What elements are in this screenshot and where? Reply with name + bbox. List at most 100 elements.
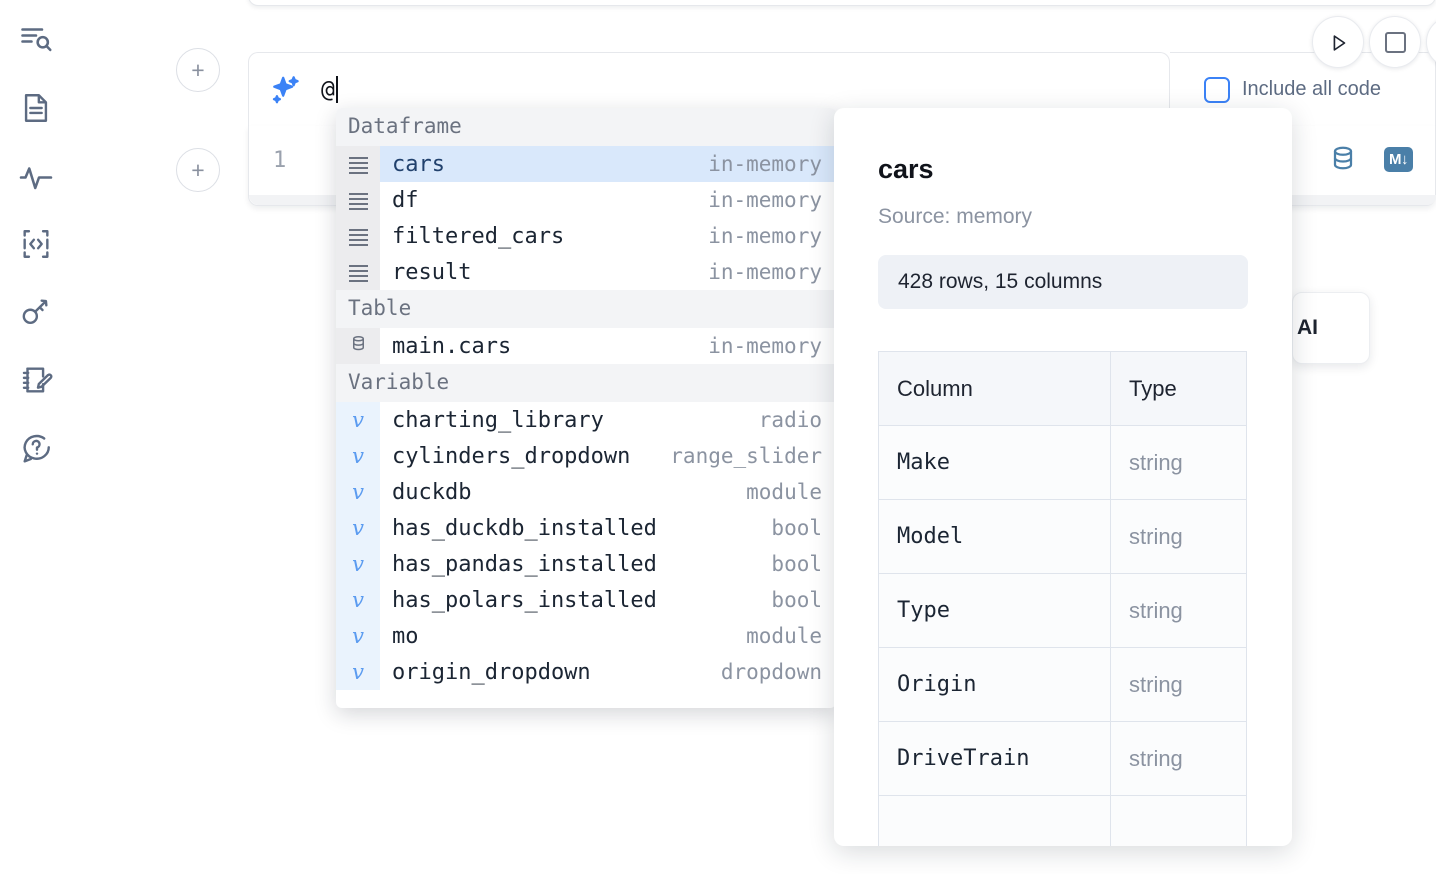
autocomplete-item-name: mo [392,623,419,649]
autocomplete-item-icon [336,146,380,182]
sidebar-item-help[interactable] [14,426,58,470]
autocomplete-item-meta: bool [771,552,822,576]
ai-suggestion-card[interactable]: AI [1292,292,1370,364]
stop-button[interactable] [1369,16,1421,68]
autocomplete-item-name: has_polars_installed [392,587,657,613]
sidebar-item-notebook[interactable] [14,86,58,130]
dataframe-preview-panel: cars Source: memory 428 rows, 15 columns… [834,108,1292,846]
variable-icon: v [352,624,364,648]
autocomplete-group-header: Dataframe [336,108,836,146]
schema-column-name: Origin [878,647,1111,722]
autocomplete-item-name: result [392,259,472,285]
line-number: 1 [273,148,287,173]
sidebar-item-outline[interactable] [14,18,58,62]
sidebar-item-scratchpad[interactable] [14,358,58,402]
autocomplete-item[interactable]: v has_duckdb_installed bool [336,510,836,546]
markdown-label: M [1389,150,1402,168]
autocomplete-item-icon: v [336,438,380,474]
markdown-icon[interactable]: M↓ [1384,146,1413,172]
sidebar-item-dependencies[interactable] [14,154,58,198]
dataframe-icon [348,156,368,174]
autocomplete-item-meta: bool [771,588,822,612]
ai-suggestion-label: AI [1297,316,1318,339]
run-button[interactable] [1312,16,1364,68]
autocomplete-item-name: main.cars [392,333,512,359]
autocomplete-item[interactable]: v has_polars_installed bool [336,582,836,618]
variable-icon: v [352,444,364,468]
cell-type-icons: M↓ [1328,144,1413,174]
autocomplete-item-name: duckdb [392,479,472,505]
schema-column-name: DriveTrain [878,721,1111,796]
preview-source: Source: memory [878,205,1033,228]
add-cell-button-top[interactable]: + [176,48,220,92]
table-header-row: Column Type [878,351,1247,426]
document-icon [19,91,53,125]
schema-column-type: string [1110,499,1247,574]
autocomplete-item-icon [336,254,380,290]
autocomplete-item[interactable]: result in-memory [336,254,836,290]
schema-column-type: string [1110,573,1247,648]
autocomplete-item-icon: v [336,618,380,654]
autocomplete-item-icon: v [336,510,380,546]
autocomplete-item-meta: bool [771,516,822,540]
variable-icon: v [352,516,364,540]
autocomplete-item[interactable]: v mo module [336,618,836,654]
autocomplete-item-icon [336,328,380,364]
dataframe-icon [348,264,368,282]
table-row [878,795,1247,846]
autocomplete-item-icon: v [336,474,380,510]
database-icon[interactable] [1328,144,1358,174]
markdown-arrow: ↓ [1401,150,1409,168]
add-cell-button-bottom[interactable]: + [176,148,220,192]
autocomplete-item[interactable]: df in-memory [336,182,836,218]
autocomplete-item-meta: in-memory [708,334,822,358]
activity-icon [18,158,54,194]
autocomplete-item-meta: module [746,624,822,648]
table-icon [349,334,368,358]
sidebar-item-secrets[interactable] [14,290,58,334]
schema-column-name: Model [878,499,1111,574]
schema-column-type: string [1110,721,1247,796]
column-header-type: Type [1110,351,1247,426]
sidebar-item-snippets[interactable] [14,222,58,266]
autocomplete-item-meta: module [746,480,822,504]
autocomplete-item-meta: in-memory [708,146,836,182]
autocomplete-item-icon [336,182,380,218]
variable-icon: v [352,588,364,612]
code-snippet-icon [19,227,53,261]
autocomplete-group-header: Variable [336,364,836,402]
play-icon [1328,31,1348,53]
include-all-code-checkbox[interactable] [1204,76,1230,103]
plus-icon: + [191,56,205,83]
autocomplete-item-icon: v [336,654,380,690]
dataframe-icon [348,192,368,210]
autocomplete-item-name: origin_dropdown [392,659,591,685]
autocomplete-item-meta: in-memory [708,188,822,212]
autocomplete-item-meta: in-memory [708,224,822,248]
autocomplete-item-name: cars [380,146,709,182]
autocomplete-group-header: Table [336,290,836,328]
autocomplete-item-name: df [392,187,419,213]
previous-cell [248,0,1436,6]
schema-column-type [1110,795,1247,846]
autocomplete-item-name: has_duckdb_installed [392,515,657,541]
autocomplete-item-name: charting_library [392,407,604,433]
help-chat-icon [19,431,53,465]
autocomplete-item[interactable]: main.cars in-memory [336,328,836,364]
preview-shape-badge: 428 rows, 15 columns [878,255,1248,309]
preview-title: cars [878,154,934,184]
autocomplete-item-meta: in-memory [708,260,822,284]
